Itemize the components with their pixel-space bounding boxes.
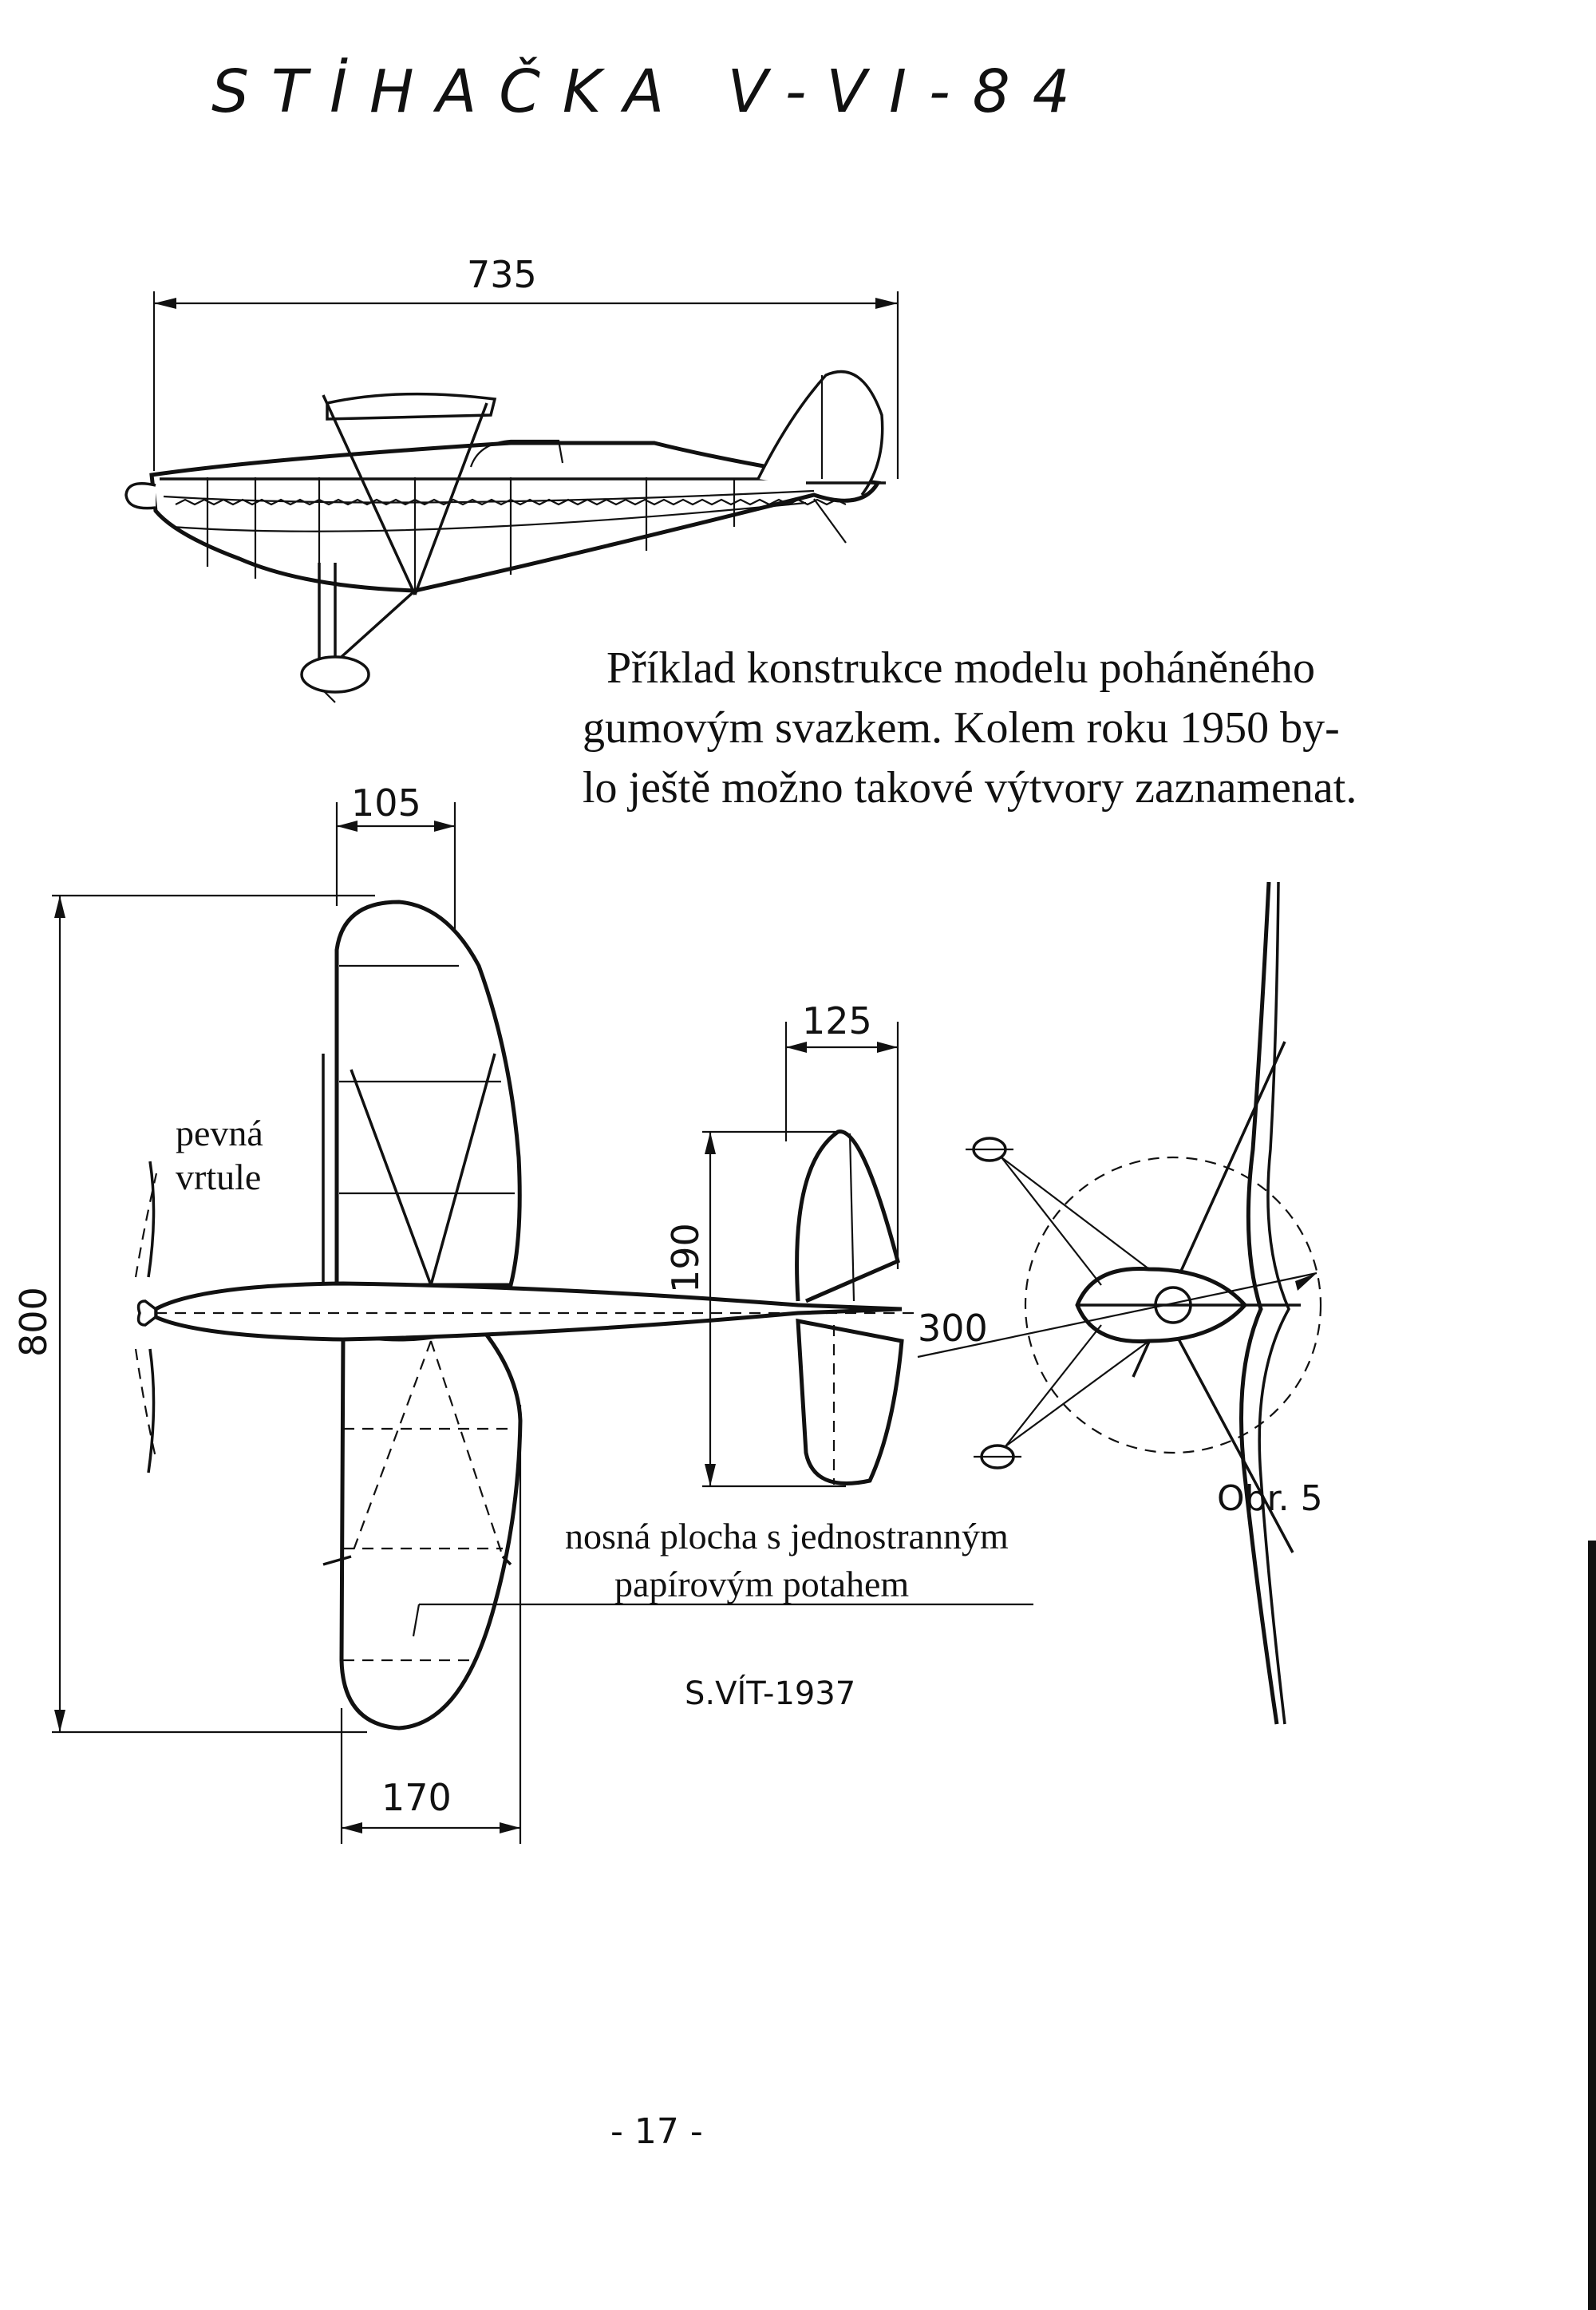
- dimension-stab-span: 190: [664, 1130, 846, 1488]
- stabilizer-lower: [796, 1318, 904, 1485]
- dim-170-label: 170: [381, 1776, 452, 1819]
- propeller-plan: [134, 1161, 158, 1473]
- dim-190-label: 190: [664, 1223, 707, 1293]
- plan-view: 105 800 170: [12, 781, 918, 1844]
- drawing-title: STİHAČKA V-VI-84: [211, 56, 1092, 126]
- dimension-stab-chord: 125: [784, 999, 899, 1269]
- stabilizer-upper: [795, 1129, 900, 1303]
- dim-735-label: 735: [467, 253, 537, 296]
- wheel-side: [300, 655, 370, 694]
- fuselage-plan: [153, 1281, 903, 1342]
- dimension-span-side: 735: [152, 253, 899, 479]
- dimension-wing-span: 800: [12, 894, 375, 1734]
- front-view: 300: [917, 881, 1322, 1725]
- dim-125-label: 125: [802, 999, 872, 1042]
- caption-line-2: gumovým svazkem. Kolem roku 1950 by-: [583, 703, 1340, 753]
- dim-800-label: 800: [12, 1287, 55, 1357]
- label-fixed-prop-1: pevná: [176, 1113, 263, 1153]
- fin-side: [757, 370, 884, 496]
- side-view: 735: [124, 253, 899, 703]
- caption: Příklad konstrukce modelu poháněného gum…: [583, 643, 1357, 813]
- obr-label: Obr. 5: [1217, 1478, 1323, 1519]
- upper-wing-side: [326, 392, 497, 421]
- label-fixed-prop-2: vrtule: [176, 1157, 261, 1197]
- label-wing-2: papírovým potahem: [614, 1564, 909, 1604]
- prop-disc: [1024, 1156, 1322, 1454]
- dim-105-label: 105: [351, 781, 421, 825]
- wing-upper-panel: [334, 900, 522, 1288]
- dimension-wing-chord: 105: [335, 781, 456, 950]
- dimension-wing-root: 170: [340, 1405, 522, 1844]
- page-number: - 17 -: [610, 2111, 703, 2152]
- right-edge-bar: [1588, 1541, 1596, 2310]
- author-label: S.VÍT-1937: [685, 1674, 855, 1712]
- caption-line-3: lo ještě možno takové výtvory zaznamenat…: [583, 763, 1357, 813]
- caption-line-1: Příklad konstrukce modelu poháněného: [606, 643, 1315, 693]
- label-wing-1: nosná plocha s jednostranným: [565, 1516, 1009, 1556]
- wing-front: [1239, 881, 1279, 1725]
- dim-300-label: 300: [918, 1307, 988, 1350]
- plan-labels: pevná vrtule nosná plocha s jednostranný…: [176, 1113, 1033, 1712]
